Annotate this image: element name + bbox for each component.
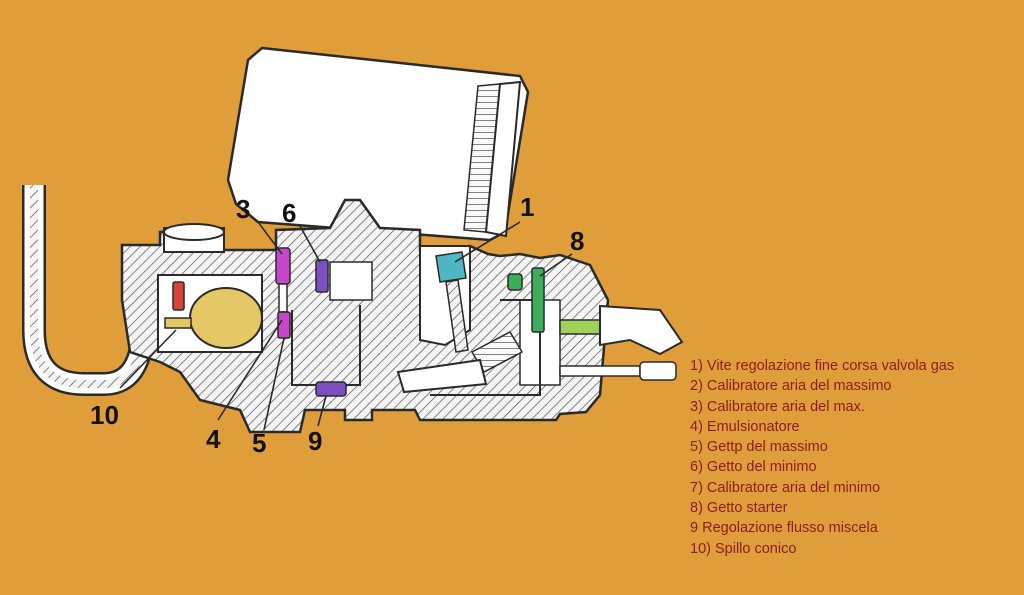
throttle-spring [396,331,524,394]
float [164,287,263,349]
legend-item: 1) Vite regolazione fine corsa valvola g… [690,358,955,374]
idle-jet [315,259,329,293]
starter-cable [559,304,684,356]
fuel-inlet-pipe [22,185,162,396]
legend-item: 4) Emulsionatore [690,418,800,435]
starter-jet [507,267,545,333]
callout-10: 10 [90,400,119,430]
legend-item: 3) Calibratore aria del max. [690,398,865,415]
legend-item: 8) Getto starter [690,500,788,517]
callout-1: 1 [520,192,534,222]
mixture-screw [315,381,347,397]
callout-6: 6 [282,198,296,228]
callout-5: 5 [252,428,266,458]
legend-item: 6) Getto del minimo [690,459,817,476]
callout-9: 9 [308,426,322,456]
legend-item: 2) Calibratore aria del massimo [690,378,892,395]
conical-needle [172,281,185,311]
throttle-cable [559,361,677,381]
callout-8: 8 [570,226,584,256]
callout-3: 3 [236,194,250,224]
legend-item: 9 Regolazione flusso miscela [690,520,878,537]
legend-item: 10) Spillo conico [690,540,797,557]
legend-item: 5) Gettp del massimo [690,439,828,456]
legend-list: 1) Vite regolazione fine corsa valvola g… [690,356,954,559]
leader-lines [119,221,573,431]
air-filter-housing [226,46,530,242]
legend-item: 7) Calibratore aria del minimo [690,479,881,496]
callout-4: 4 [206,424,221,454]
